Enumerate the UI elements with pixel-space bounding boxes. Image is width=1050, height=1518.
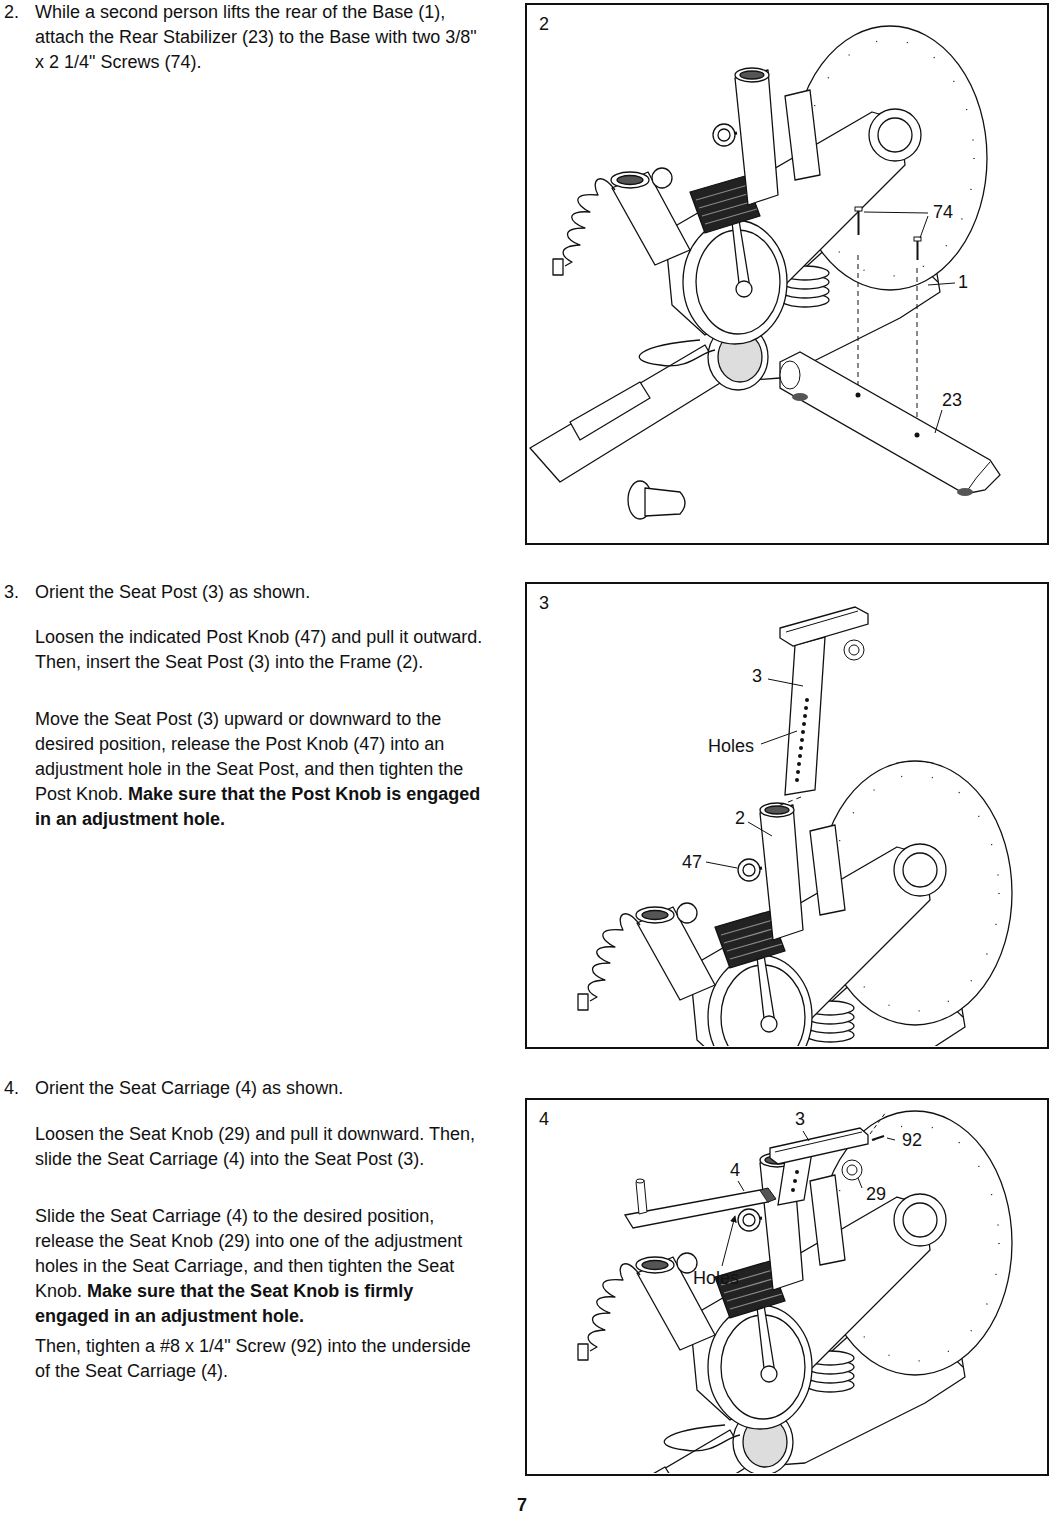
leader-arrow bbox=[722, 1216, 735, 1266]
warning-text: Make sure that the Seat Knob is firmly e… bbox=[35, 1281, 413, 1326]
leader-line bbox=[864, 212, 955, 433]
callout-number-group: 23 bbox=[942, 390, 962, 410]
callout-number-group: 47 bbox=[682, 852, 702, 872]
instruction-text-group: Loosen the indicated Post Knob (47) and … bbox=[35, 625, 490, 675]
instruction-text: While a second person lifts the rear of … bbox=[35, 2, 477, 72]
instruction-text: Orient the Seat Carriage (4) as shown. bbox=[35, 1078, 343, 1098]
callout-number: 47 bbox=[682, 852, 702, 872]
callout-number: 92 bbox=[902, 1130, 922, 1150]
instruction-text-group: While a second person lifts the rear of … bbox=[35, 0, 490, 75]
page-number: 7 bbox=[517, 1495, 527, 1515]
callout-label: Holes bbox=[708, 736, 754, 756]
step-number: 2. bbox=[4, 2, 19, 22]
page-number-group: 7 bbox=[517, 1495, 527, 1515]
instruction-text: Loosen the indicated Post Knob (47) and … bbox=[35, 627, 482, 672]
step-number: 3. bbox=[4, 582, 19, 602]
callout-number: 1 bbox=[958, 272, 968, 292]
callout-number-group: 92 bbox=[902, 1130, 922, 1150]
step-number: 4. bbox=[4, 1078, 19, 1098]
step-number-group: 2. bbox=[4, 0, 19, 25]
instruction-text-group: Then, tighten a #8 x 1/4" Screw (92) int… bbox=[35, 1334, 490, 1384]
callout-number: 74 bbox=[933, 202, 953, 222]
leader-line bbox=[706, 679, 803, 868]
callout-number: 3 bbox=[795, 1109, 805, 1129]
callout-label-group: Holes bbox=[693, 1268, 739, 1288]
step-panel: 3 bbox=[525, 582, 1049, 1049]
bike-drawing bbox=[555, 607, 1012, 1046]
bike-drawing bbox=[555, 1111, 1012, 1473]
step-number-group: 4. bbox=[4, 1076, 19, 1101]
instruction-text-group: Move the Seat Post (3) upward or downwar… bbox=[35, 707, 490, 832]
leader-line bbox=[738, 1131, 895, 1191]
callout-number: 4 bbox=[730, 1160, 740, 1180]
callout-label-group: Holes bbox=[708, 736, 754, 756]
callout-number-group: 3 bbox=[795, 1109, 805, 1129]
bike-drawing bbox=[530, 26, 1000, 519]
step-panel: 2 bbox=[525, 3, 1049, 545]
step-number: 4 bbox=[527, 1100, 549, 1130]
callout-number-group: 4 bbox=[730, 1160, 740, 1180]
step-panel: 4 bbox=[525, 1098, 1049, 1476]
callout-number-group: 29 bbox=[866, 1184, 886, 1204]
callout-number-group: 3 bbox=[752, 666, 762, 686]
callout-number: 23 bbox=[942, 390, 962, 410]
instruction-text-group: Loosen the Seat Knob (29) and pull it do… bbox=[35, 1122, 490, 1172]
callout-number: 29 bbox=[866, 1184, 886, 1204]
instruction-text: Loosen the Seat Knob (29) and pull it do… bbox=[35, 1124, 475, 1169]
callout-number-group: 2 bbox=[735, 808, 745, 828]
instruction-text: Orient the Seat Post (3) as shown. bbox=[35, 582, 310, 602]
callout-number-group: 74 bbox=[933, 202, 953, 222]
instruction-text: Then, tighten a #8 x 1/4" Screw (92) int… bbox=[35, 1336, 471, 1381]
instruction-text-group: Slide the Seat Carriage (4) to the desir… bbox=[35, 1204, 490, 1329]
callout-number: 2 bbox=[735, 808, 745, 828]
instruction-text-group: Orient the Seat Post (3) as shown. bbox=[35, 580, 490, 605]
instruction-text-group: Orient the Seat Carriage (4) as shown. bbox=[35, 1076, 490, 1101]
callout-number-group: 1 bbox=[958, 272, 968, 292]
callout-label: Holes bbox=[693, 1268, 739, 1288]
step-number-group: 3. bbox=[4, 580, 19, 605]
step-number: 2 bbox=[527, 5, 549, 35]
callout-number: 3 bbox=[752, 666, 762, 686]
step-number: 3 bbox=[527, 584, 549, 614]
